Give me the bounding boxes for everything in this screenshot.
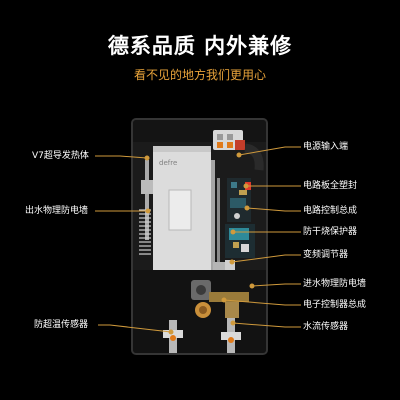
subheadline: 看不见的地方我们更用心 bbox=[133, 68, 266, 82]
brand-mark: defre bbox=[159, 159, 177, 167]
callout-electronic-control: 电子控制器总成 bbox=[303, 300, 367, 310]
water-heater-unit: defre bbox=[131, 118, 268, 355]
callout-flow-sensor: 水流传感器 bbox=[303, 322, 349, 332]
callout-dry-burn: 防干烧保护器 bbox=[303, 227, 358, 237]
callout-power-input: 电源输入端 bbox=[303, 142, 349, 152]
callout-v7-heater: V7超导发热体 bbox=[32, 151, 89, 161]
callout-inlet-wall: 进水物理防电墙 bbox=[303, 279, 367, 289]
callout-overtemp-sensor: 防超温传感器 bbox=[34, 320, 89, 330]
callout-pcb-sealed: 电路板全塑封 bbox=[303, 181, 358, 191]
callout-freq-regulator: 变频调节器 bbox=[303, 250, 349, 260]
headline: 德系品质 内外兼修 bbox=[107, 34, 293, 58]
callout-control-assembly: 电路控制总成 bbox=[303, 206, 358, 216]
water-heater-illustration: defre bbox=[133, 120, 266, 353]
callout-outlet-wall: 出水物理防电墙 bbox=[25, 206, 89, 216]
